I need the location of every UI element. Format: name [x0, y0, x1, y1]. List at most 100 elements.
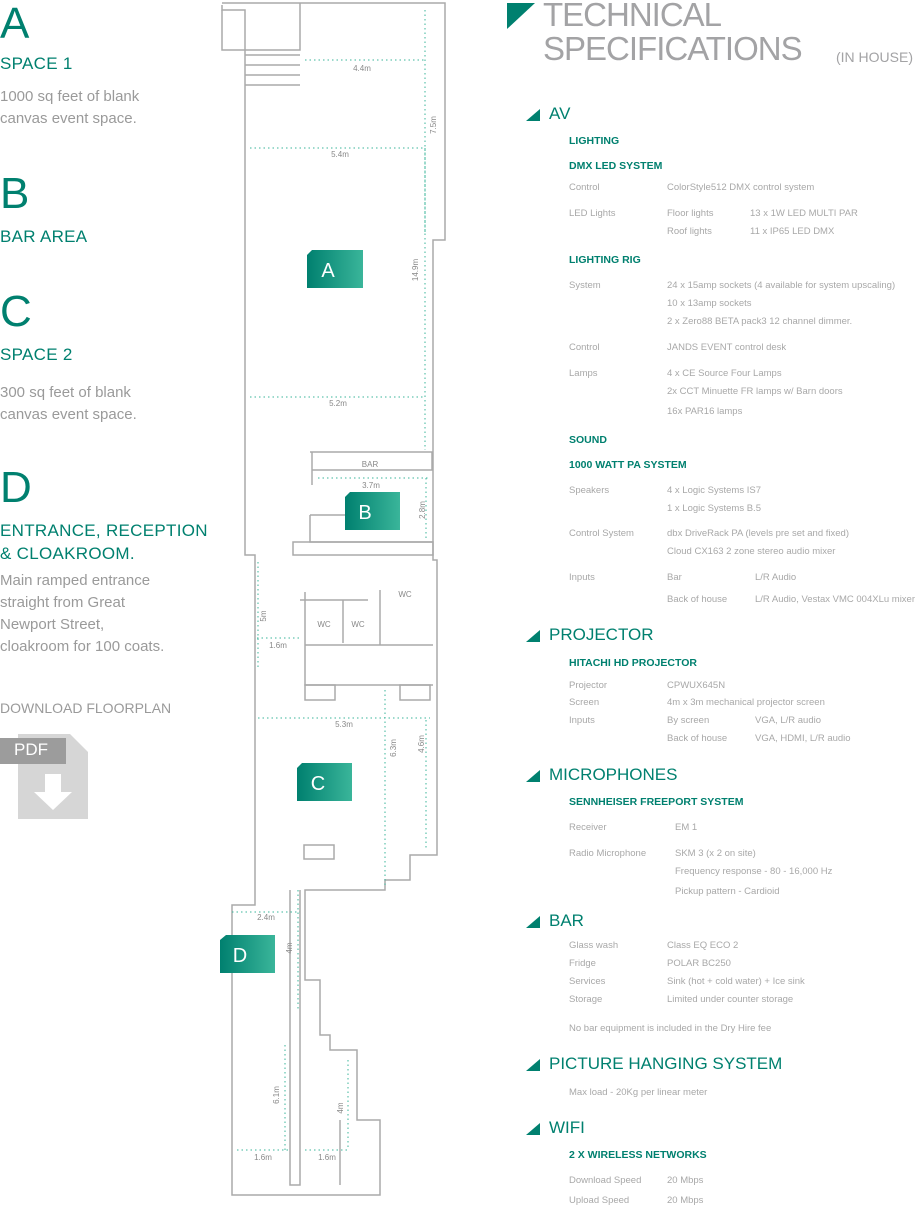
dim-label: 5.2m — [329, 399, 347, 408]
marker-c: C — [311, 773, 325, 795]
spec-cell: Floor lights — [667, 208, 714, 219]
subhead-dmx: DMX LED SYSTEM — [569, 160, 663, 172]
subhead-sound: SOUND — [569, 434, 607, 446]
subhead-wifi: 2 X WIRELESS NETWORKS — [569, 1149, 707, 1161]
subhead-lighting-rig: LIGHTING RIG — [569, 254, 641, 266]
spec-cell: Class EQ ECO 2 — [667, 940, 739, 951]
zone-d-desc-2: straight from Great — [0, 594, 126, 611]
zone-d-letter: D — [0, 463, 32, 512]
spec-cell: 2 x Zero88 BETA pack3 12 channel dimmer. — [667, 316, 853, 327]
dim-label: 14.9m — [411, 259, 420, 282]
dim-label: 5.3m — [335, 720, 353, 729]
dim-label: 1.6m — [269, 641, 287, 650]
zone-b-title: BAR AREA — [0, 227, 88, 246]
section-triangle-icon — [526, 109, 540, 121]
wc-label: WC — [351, 620, 365, 629]
spec-cell: Fridge — [569, 958, 596, 969]
title-triangle-icon — [507, 3, 535, 29]
spec-cell: Roof lights — [667, 226, 712, 237]
spec-cell: Storage — [569, 994, 603, 1005]
subhead-sennheiser: SENNHEISER FREEPORT SYSTEM — [569, 796, 744, 808]
spec-cell: EM 1 — [675, 822, 698, 833]
spec-cell: Back of house — [667, 733, 728, 744]
dim-label: 4.6m — [417, 735, 426, 753]
zone-d-desc-1: Main ramped entrance — [0, 572, 151, 589]
subhead-pa: 1000 WATT PA SYSTEM — [569, 459, 687, 471]
zone-d-title-2: & CLOAKROOM. — [0, 544, 135, 563]
spec-cell: Screen — [569, 697, 600, 708]
spec-cell: LED Lights — [569, 208, 616, 219]
spec-cell: By screen — [667, 715, 710, 726]
spec-cell: Inputs — [569, 572, 595, 583]
spec-cell: System — [569, 280, 601, 291]
zone-a-desc-2: canvas event space. — [0, 110, 137, 127]
spec-cell: Cloud CX163 2 zone stereo audio mixer — [667, 546, 836, 557]
dim-label: 5.4m — [331, 150, 349, 159]
spec-cell: 2x CCT Minuette FR lamps w/ Barn doors — [667, 386, 843, 397]
spec-cell: VGA, L/R audio — [755, 715, 822, 726]
dim-label: 6.1m — [272, 1086, 281, 1104]
download-floorplan-link[interactable]: DOWNLOAD FLOORPLAN — [0, 700, 172, 716]
spec-cell: Receiver — [569, 822, 607, 833]
spec-cell: 20 Mbps — [667, 1195, 704, 1206]
bar-label: BAR — [362, 460, 379, 469]
spec-cell: Inputs — [569, 715, 595, 726]
zone-c-title: SPACE 2 — [0, 345, 73, 364]
zone-d-desc-3: Newport Street, — [0, 616, 105, 633]
marker-a: A — [321, 260, 335, 282]
zone-a-desc-1: 1000 sq feet of blank — [0, 88, 140, 105]
spec-cell: L/R Audio — [755, 572, 797, 583]
dim-label: 2.8m — [418, 501, 427, 519]
zone-d-desc-4: cloakroom for 100 coats. — [0, 638, 165, 655]
subhead-lighting: LIGHTING — [569, 135, 620, 147]
spec-cell: SKM 3 (x 2 on site) — [675, 848, 756, 859]
spec-cell: Projector — [569, 680, 608, 691]
dim-label: 4m — [285, 942, 294, 953]
zone-c-desc-1: 300 sq feet of blank — [0, 384, 131, 401]
title-note: (IN HOUSE) — [836, 49, 913, 65]
spec-cell: JANDS EVENT control desk — [667, 342, 787, 353]
spec-cell: 16x PAR16 lamps — [667, 406, 743, 417]
spec-cell: Glass wash — [569, 940, 619, 951]
section-projector: PROJECTOR — [549, 625, 654, 644]
spec-cell: 4 x CE Source Four Lamps — [667, 368, 782, 379]
pdf-download-icon[interactable]: PDF — [0, 734, 88, 819]
dim-label: 4m — [336, 1102, 345, 1113]
marker-d: D — [233, 945, 247, 967]
zone-markers: A B C D — [220, 250, 400, 973]
section-triangle-icon — [526, 770, 540, 782]
spec-cell: Control — [569, 342, 600, 353]
section-picture-hanging: PICTURE HANGING SYSTEM — [549, 1054, 783, 1073]
spec-cell: 4 x Logic Systems IS7 — [667, 485, 761, 496]
dim-label: 4.4m — [353, 64, 371, 73]
spec-cell: Pickup pattern - Cardioid — [675, 886, 780, 897]
spec-cell: CPWUX645N — [667, 680, 726, 691]
dim-label: 6.3m — [389, 739, 398, 757]
dim-label: 5m — [259, 610, 268, 621]
spec-cell: Download Speed — [569, 1175, 642, 1186]
picture-note: Max load - 20Kg per linear meter — [569, 1087, 708, 1098]
spec-cell: 10 x 13amp sockets — [667, 298, 752, 309]
section-microphones: MICROPHONES — [549, 765, 678, 784]
dim-label: 1.6m — [254, 1153, 272, 1162]
dim-label: 7.5m — [429, 116, 438, 134]
section-bar: BAR — [549, 911, 584, 930]
title-line-2: SPECIFICATIONS — [543, 30, 803, 67]
spec-cell: Control System — [569, 528, 634, 539]
wc-label: WC — [398, 590, 412, 599]
spec-cell: Control — [569, 182, 600, 193]
spec-cell: Speakers — [569, 485, 610, 496]
marker-b: B — [358, 502, 371, 524]
zone-a-title: SPACE 1 — [0, 54, 73, 73]
section-av: AV — [549, 104, 571, 123]
zone-d-title: ENTRANCE, RECEPTION — [0, 521, 208, 540]
spec-cell: ColorStyle512 DMX control system — [667, 182, 815, 193]
walls — [221, 2, 446, 1196]
spec-cell: Upload Speed — [569, 1195, 630, 1206]
section-triangle-icon — [526, 1059, 540, 1071]
zone-a-letter: A — [0, 0, 30, 48]
spec-cell: POLAR BC250 — [667, 958, 731, 969]
floor-plan: 4.4m 7.5m 5.4m 14.9m 5.2m 3.7m 2.8m 5m 1… — [220, 2, 446, 1196]
dim-label: 2.4m — [257, 913, 275, 922]
